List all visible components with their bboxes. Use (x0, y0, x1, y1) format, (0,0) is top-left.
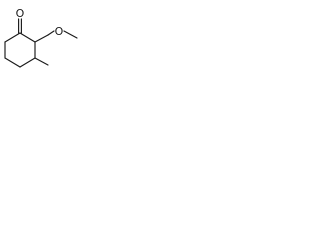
bond-ch2-o (47, 30, 55, 36)
carbonyl-group: O (16, 7, 25, 34)
ring-bond-c3-c4 (19, 57, 36, 68)
ring-bond-c1-c2 (19, 32, 36, 43)
bond-c2-ch2 (34, 34, 49, 43)
bond-c3-ch3 (34, 57, 49, 66)
ring-bond-c6-c1 (4, 32, 21, 43)
ring-bond-c4-c5 (4, 57, 21, 68)
molecule-structure: O O (4, 7, 78, 68)
cyclohexane-ring (4, 32, 36, 68)
methyl-substituent (34, 57, 49, 66)
ether-oxygen-label: O (55, 25, 64, 38)
bond-o-ch3 (63, 30, 78, 39)
carbonyl-oxygen-label: O (16, 7, 25, 20)
methoxymethyl-group: O (34, 25, 78, 43)
